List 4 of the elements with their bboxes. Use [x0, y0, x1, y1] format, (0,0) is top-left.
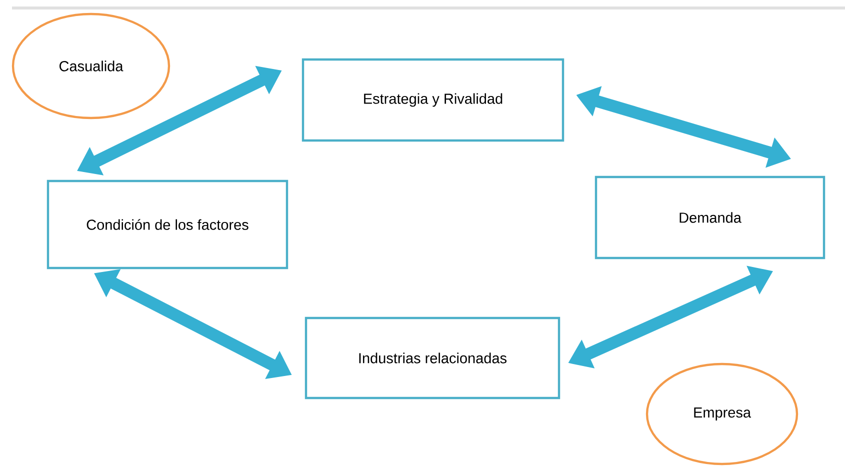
factor-box: Industrias relacionadas: [304, 316, 560, 400]
factor-box: Condición de los factores: [46, 180, 288, 270]
factor-box: Estrategia y Rivalidad: [302, 58, 564, 142]
factor-box: Demanda: [594, 176, 826, 260]
